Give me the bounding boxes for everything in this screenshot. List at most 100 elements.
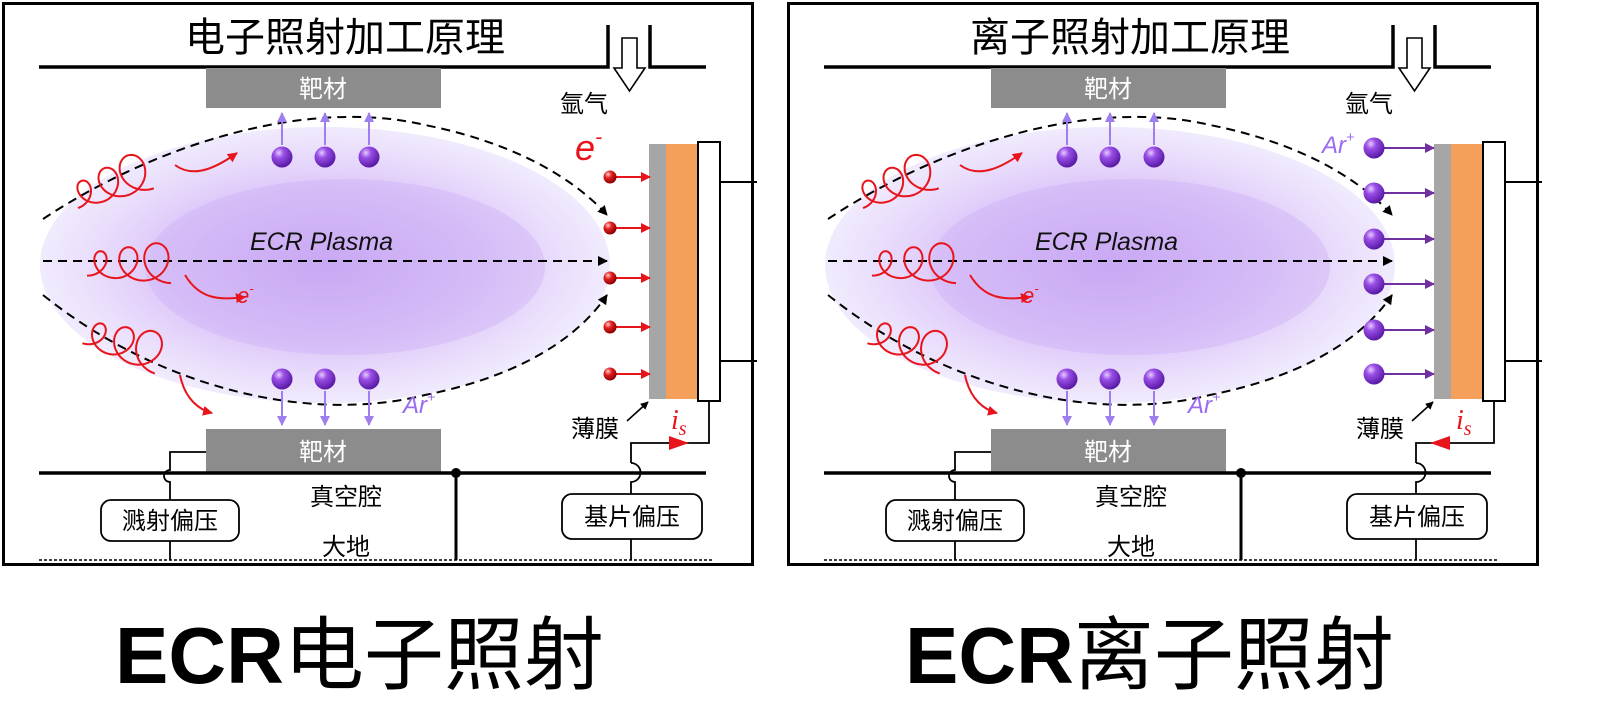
plasma-core (930, 179, 1330, 355)
argon-ion-sphere (1363, 137, 1385, 159)
argon-ion-sphere (1056, 368, 1078, 390)
substrate-bias-label: 基片偏压 (1369, 503, 1465, 531)
argon-ion-label-base: Ar (401, 392, 428, 419)
ground-label: 大地 (322, 533, 370, 561)
electron-label-base: e (237, 283, 249, 308)
gas-inlet-arrow-icon (1397, 37, 1432, 93)
electron-trajectory-arrow (184, 274, 246, 304)
substrate-layer (1451, 144, 1483, 399)
electron-helix-trajectory (861, 153, 940, 210)
field-line-bottom (42, 294, 608, 406)
substrate-particle-label-base: e (575, 127, 595, 168)
electron-helix-trajectory (82, 322, 164, 375)
target-bottom-label: 靶材 (299, 438, 347, 466)
target-bottom (991, 429, 1226, 472)
sputter-bias-box (100, 499, 240, 542)
ground-label: 大地 (1107, 533, 1155, 561)
electron-label-superscript: - (1034, 281, 1039, 296)
thin-film-layer (649, 144, 666, 399)
argon-ion-sphere (358, 146, 380, 168)
substrate-particle-label-superscript: + (1346, 130, 1354, 146)
argon-ion-sphere (314, 368, 336, 390)
substrate-bias-lead-lower (630, 462, 642, 560)
substrate-particle-label: Ar+ (1320, 130, 1354, 159)
electron-label: e- (1022, 281, 1039, 308)
electron-trajectory-arrow (179, 374, 213, 416)
argon-ion-sphere (1363, 182, 1385, 204)
argon-ion-sphere (1363, 319, 1385, 341)
substrate-layer (666, 144, 698, 399)
electron-sphere (603, 221, 617, 235)
argon-ion-sphere (1363, 273, 1385, 295)
film-pointer-arrow (626, 401, 649, 422)
argon-ion-sphere (1099, 368, 1121, 390)
chamber-top-wall (39, 25, 706, 69)
substrate-bias-box (1346, 493, 1488, 540)
target-top-label: 靶材 (299, 75, 347, 103)
electron-label-base: e (1022, 283, 1034, 308)
sputter-bias-label: 溅射偏压 (122, 507, 218, 535)
target-top (206, 68, 441, 108)
substrate-particle-label-base: Ar (1320, 132, 1347, 159)
substrate-holder (697, 141, 721, 402)
sputter-bias-lead (948, 451, 991, 560)
substrate-particle-label: e- (575, 124, 602, 168)
field-line-bottom (827, 294, 1393, 406)
electron-helices (76, 152, 246, 416)
argon-ion-label-superscript: + (427, 390, 435, 406)
current-arrow-left-icon (1430, 436, 1450, 450)
chamber-label: 真空腔 (310, 483, 382, 511)
sputter-bias-lead (163, 451, 206, 560)
argon-ion-sphere (271, 146, 293, 168)
argon-ion-sphere (1363, 363, 1385, 385)
film-pointer-arrow (1411, 401, 1434, 422)
target-top (991, 68, 1226, 108)
electron-sphere (603, 170, 617, 184)
panel-title: 电子照射加工原理 (185, 15, 505, 61)
argon-ion-sphere (1143, 146, 1165, 168)
caption-ion-irradiation: ECR离子照射 (905, 608, 1394, 704)
target-bottom (206, 429, 441, 472)
current-label-base: i (1456, 405, 1464, 436)
electron-sphere (603, 367, 617, 381)
electron-trajectory-arrow (959, 152, 1023, 173)
current-arrow-right-icon (669, 436, 689, 450)
electron-trajectory-arrow (174, 152, 238, 173)
substrate-particle-label-superscript: - (595, 124, 602, 149)
plasma-label: ECR Plasma (1035, 228, 1178, 256)
field-line-top (42, 115, 608, 220)
electron-trajectory-arrow (964, 374, 998, 416)
plasma-region (40, 127, 610, 403)
substrate-bias-lead (1415, 401, 1495, 463)
substrate-bias-lead (630, 401, 710, 463)
argon-ion-sphere (358, 368, 380, 390)
holder-leads (1505, 181, 1542, 362)
target-bottom-label: 靶材 (1084, 438, 1132, 466)
current-label: is (1456, 405, 1472, 440)
substrate-bias-label: 基片偏压 (584, 503, 680, 531)
gas-label: 氩气 (560, 90, 608, 118)
chamber-label: 真空腔 (1095, 483, 1167, 511)
plasma-core (145, 179, 545, 355)
plasma-label: ECR Plasma (250, 228, 393, 256)
argon-ion-sphere (271, 368, 293, 390)
substrate-bias-lead-lower (1415, 462, 1427, 560)
argon-ion-label: Ar+ (401, 390, 435, 419)
caption-latin: ECR (905, 611, 1074, 700)
argon-ion-label-base: Ar (1186, 392, 1213, 419)
current-label-base: i (671, 405, 679, 436)
film-label: 薄膜 (571, 415, 619, 443)
sputter-bias-box (885, 499, 1025, 542)
field-line-top (827, 115, 1393, 220)
panel-title: 离子照射加工原理 (970, 15, 1290, 61)
electron-sphere (603, 320, 617, 334)
electron-label-superscript: - (249, 281, 254, 296)
substrate-bias-box (561, 493, 703, 540)
caption-electron-irradiation: ECR电子照射 (115, 608, 604, 704)
argon-ion-sphere (1363, 228, 1385, 250)
electron-helices (861, 152, 1031, 416)
